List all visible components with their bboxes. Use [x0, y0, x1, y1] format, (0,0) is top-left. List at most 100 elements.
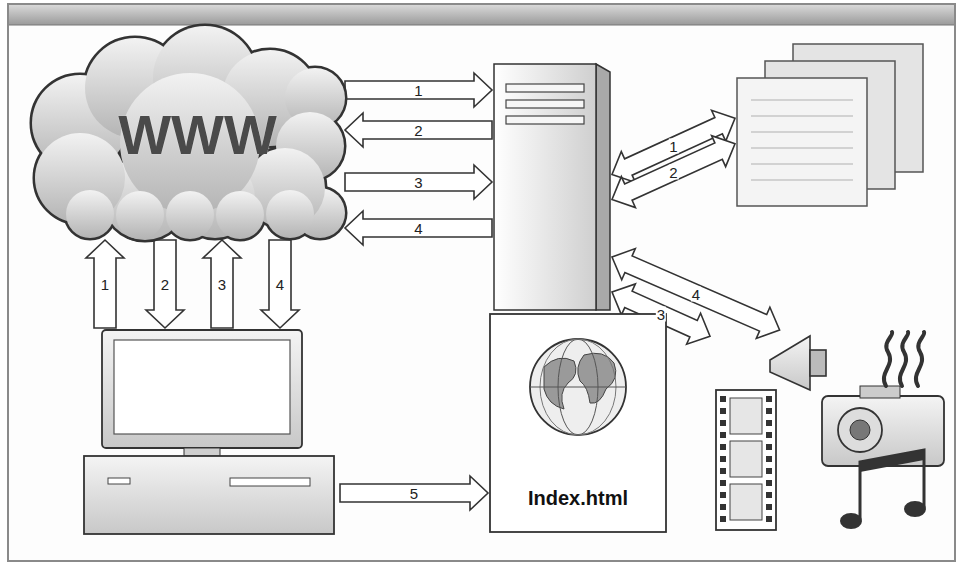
- illustration-part: [720, 420, 726, 426]
- web-server: [492, 62, 612, 312]
- illustration-part: [720, 516, 726, 522]
- illustration-part: [720, 408, 726, 414]
- block-arrow: [261, 240, 299, 328]
- arrow-number: 1: [668, 139, 678, 154]
- illustration-part: [730, 398, 762, 434]
- illustration-part: [216, 191, 264, 239]
- system-unit: [84, 456, 334, 534]
- block-arrow: [345, 113, 492, 147]
- illustration-part: [840, 513, 862, 529]
- illustration-part: [730, 441, 762, 477]
- illustration-part: [720, 480, 726, 486]
- illustration-part: [766, 420, 772, 426]
- page-line: [751, 99, 853, 101]
- illustration-part: [720, 468, 726, 474]
- illustration-part: [730, 484, 762, 520]
- illustration-part: [766, 468, 772, 474]
- arrow-number: 2: [668, 164, 678, 179]
- document-stack: [737, 44, 923, 206]
- illustration-part: [860, 386, 900, 398]
- illustration-part: [720, 456, 726, 462]
- text-holder: [735, 40, 930, 210]
- block-arrow: [612, 136, 735, 208]
- client-computer: [80, 328, 340, 538]
- node-label: Index.html: [528, 487, 628, 510]
- illustration-part: [770, 336, 810, 390]
- film-strip: [716, 390, 776, 530]
- drive-bay: [506, 100, 584, 108]
- text-holder: [710, 330, 950, 535]
- www-cloud: WWW: [20, 28, 345, 240]
- illustration-part: [838, 408, 882, 452]
- arrow-number: 2: [160, 277, 170, 292]
- screen: [114, 340, 290, 434]
- page-line: [751, 163, 853, 165]
- power-button: [108, 478, 130, 484]
- client-computer-outline: [80, 328, 340, 538]
- music-notes: [840, 450, 926, 529]
- antenna-wave: [884, 332, 892, 386]
- block-arrow: [345, 165, 492, 199]
- media-files: [710, 330, 950, 535]
- illustration-part: [530, 339, 626, 435]
- computer: [84, 330, 334, 534]
- antenna-wave: [916, 332, 924, 386]
- illustration-part: [116, 191, 164, 239]
- illustration-part: [720, 396, 726, 402]
- arrow-number: 5: [409, 486, 419, 501]
- text-holder: WWW: [20, 28, 345, 240]
- arrow-number: 4: [413, 221, 423, 236]
- arrow-number: 3: [413, 175, 423, 190]
- illustration-part: [766, 504, 772, 510]
- html-page: Index.html: [488, 312, 668, 534]
- illustration-part: [766, 444, 772, 450]
- server-tower: [494, 64, 610, 310]
- camera: [822, 332, 944, 466]
- frame-border: [8, 4, 955, 561]
- illustration-part: [860, 450, 924, 472]
- speaker: [770, 336, 826, 390]
- illustration-part: [216, 191, 264, 239]
- text-holder: [80, 328, 340, 538]
- illustration-part: [596, 64, 610, 310]
- illustration-part: [530, 387, 626, 388]
- block-arrow: [146, 240, 184, 328]
- arrow-number: 3: [656, 307, 666, 322]
- illustration-part: [266, 190, 314, 238]
- antenna-wave: [900, 332, 908, 386]
- illustration-part: [766, 516, 772, 522]
- illustration-part: [116, 191, 164, 239]
- illustration-part: [166, 191, 214, 239]
- arrow-number: 3: [217, 277, 227, 292]
- web-page: [490, 314, 666, 532]
- title-bar: [9, 5, 954, 25]
- illustration-part: [810, 350, 826, 376]
- illustration-part: [720, 432, 726, 438]
- node-label: WWW: [118, 102, 277, 167]
- illustration-part: [766, 396, 772, 402]
- arrow-number: 4: [275, 277, 285, 292]
- drive-slot: [230, 478, 310, 486]
- illustration-part: [766, 492, 772, 498]
- page-line: [751, 179, 853, 181]
- media-files-outline: [710, 330, 950, 535]
- illustration-part: [766, 480, 772, 486]
- arrow-number: 1: [100, 277, 110, 292]
- globe: [530, 339, 626, 435]
- illustration-part: [490, 314, 666, 532]
- web-server-outline: [492, 62, 612, 312]
- block-arrow: [86, 240, 124, 328]
- drive-bay: [506, 84, 584, 92]
- illustration-part: [494, 64, 596, 310]
- illustration-part: [766, 432, 772, 438]
- document-page: [737, 78, 867, 206]
- illustration-part: [766, 456, 772, 462]
- text-holder: Index.html: [488, 312, 668, 534]
- illustration-part: [822, 396, 944, 466]
- monitor-stand: [184, 448, 220, 456]
- arrow-number: 4: [691, 286, 701, 301]
- illustration-part: [720, 504, 726, 510]
- page-line: [751, 115, 853, 117]
- cloud-shape: [32, 26, 345, 240]
- illustration-part: [66, 190, 114, 238]
